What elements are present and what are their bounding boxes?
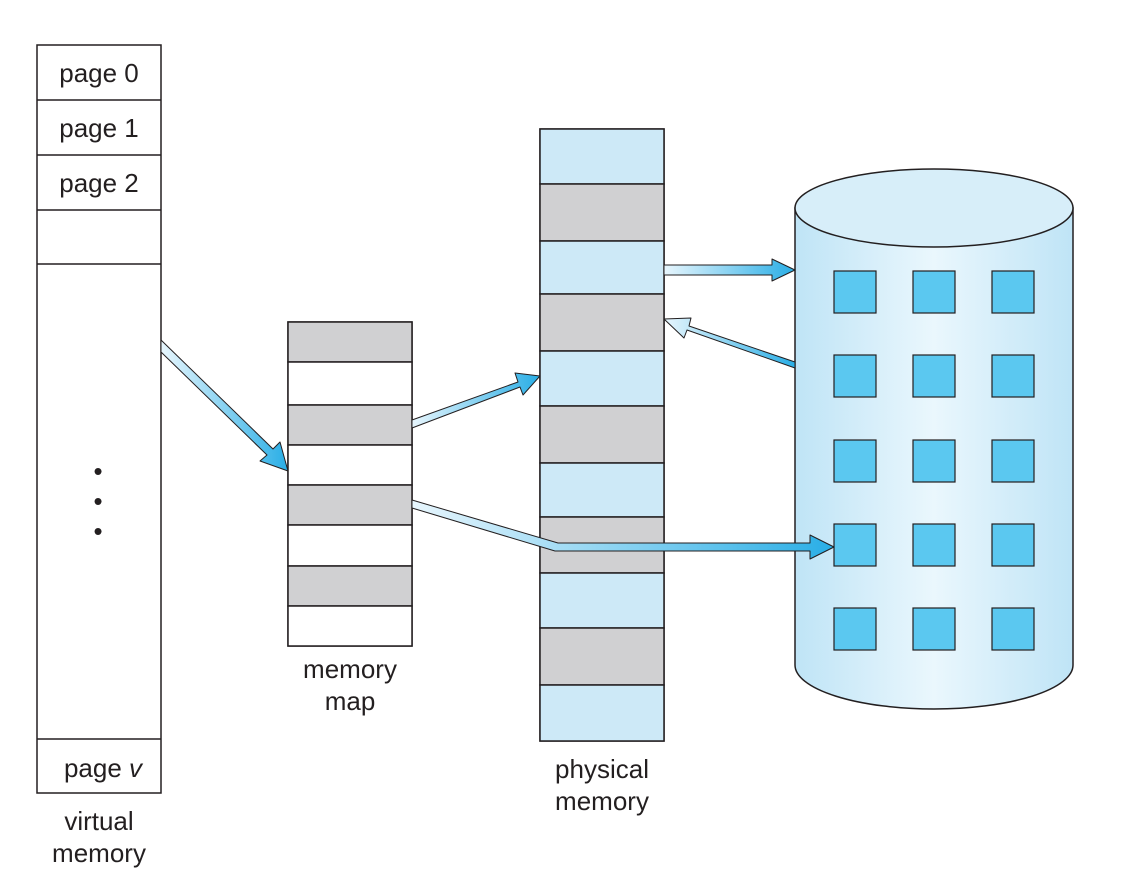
disk-block (991, 607, 1035, 651)
arrow-map-to-disk (411, 499, 835, 560)
disk-block (991, 354, 1035, 398)
pm-label-line2: memory (555, 786, 649, 816)
disk-top (794, 168, 1074, 248)
frame-0 (539, 128, 665, 185)
frame-8 (539, 572, 665, 629)
map-label-line1: memory (303, 654, 397, 684)
vm-page-0: page 0 (59, 58, 139, 88)
map-entry-0 (287, 321, 413, 363)
map-entry-7 (287, 605, 413, 647)
frame-3 (539, 293, 665, 352)
map-entry-5 (287, 524, 413, 567)
disk-block (833, 439, 877, 483)
disk-block (991, 439, 1035, 483)
frame-4 (539, 350, 665, 407)
frame-9 (539, 627, 665, 686)
vm-page-1: page 1 (59, 113, 139, 143)
disk-block (991, 270, 1035, 314)
vm-page-v: page v (64, 753, 144, 783)
disk-blocks (833, 270, 1035, 651)
arrow-map-to-physical (411, 372, 541, 429)
vm-page-v-var: v (129, 753, 144, 783)
map-entry-6 (287, 565, 413, 607)
disk-block (991, 523, 1035, 567)
arrow-vm-to-map (160, 339, 289, 472)
arrow-disk-to-physical (663, 317, 796, 369)
frame-5 (539, 405, 665, 464)
disk-block (912, 439, 956, 483)
disk-block (833, 523, 877, 567)
vm-label-line1: virtual (64, 806, 133, 836)
map-label-line2: map (325, 686, 376, 716)
frame-6 (539, 462, 665, 518)
disk-block (912, 354, 956, 398)
disk-block (833, 270, 877, 314)
vm-ellipsis-2: • (93, 486, 102, 516)
vm-page-2: page 2 (59, 168, 139, 198)
vm-page-v-prefix: page (64, 753, 129, 783)
disk-block (833, 354, 877, 398)
vm-ellipsis-1: • (93, 456, 102, 486)
disk-block (912, 270, 956, 314)
arrows (160, 258, 835, 560)
disk-block (912, 607, 956, 651)
pm-label-line1: physical (555, 754, 649, 784)
vm-ellipsis-3: • (93, 516, 102, 546)
map-entry-3 (287, 444, 413, 486)
virtual-memory: page 0 page 1 page 2 • • • page v virtua… (36, 44, 162, 868)
map-entry-4 (287, 484, 413, 526)
frame-1 (539, 183, 665, 242)
frame-2 (539, 240, 665, 295)
disk-cylinder (794, 168, 1074, 710)
disk-block (912, 523, 956, 567)
disk-block (833, 607, 877, 651)
vm-label-line2: memory (52, 838, 146, 868)
memory-map: memory map (287, 321, 413, 716)
physical-memory: physical memory (539, 128, 665, 816)
frame-10 (539, 684, 665, 742)
map-entry-2 (287, 404, 413, 446)
map-entry-1 (287, 361, 413, 406)
arrow-physical-to-disk (663, 258, 796, 282)
